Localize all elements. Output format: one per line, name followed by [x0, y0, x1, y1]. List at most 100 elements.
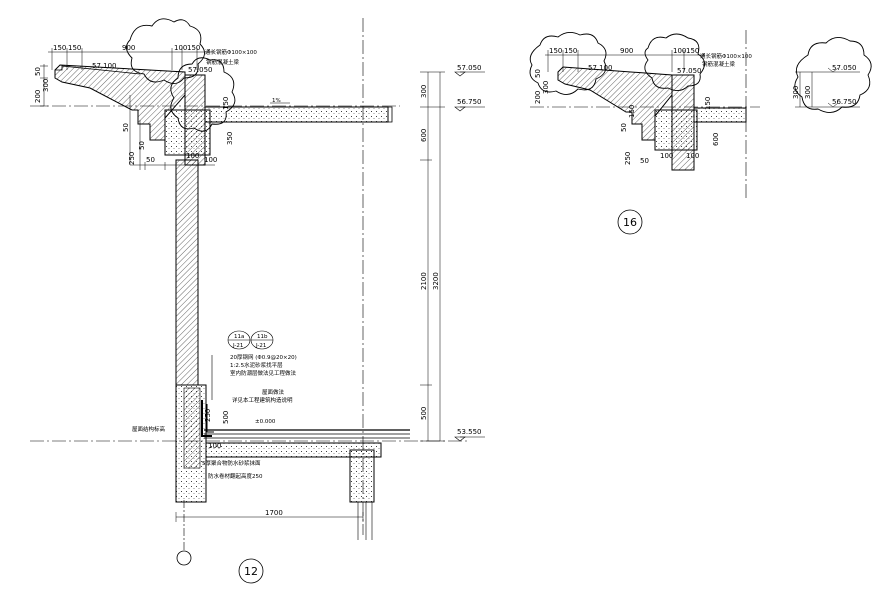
- upturn-detail: [201, 400, 212, 437]
- left-dim-1: 50: [34, 67, 42, 76]
- right-dim-1: 300: [420, 85, 428, 98]
- detail-12-label: 12: [244, 565, 258, 578]
- top-dim-1: 150: [53, 44, 66, 52]
- right-dim-16-2: 600: [712, 133, 720, 146]
- ref-1-sheet: J-21: [232, 343, 243, 349]
- note-16-beam: 钢筋混凝土梁: [702, 60, 736, 68]
- revision-cloud-side: [794, 37, 872, 113]
- left-dim-7: 150: [222, 97, 230, 110]
- level-57050: 57.050: [457, 64, 482, 72]
- mid-dim-2: 100: [186, 152, 199, 160]
- note-upturn: 防水卷材翻起高度250: [208, 472, 263, 480]
- note-beam: 钢筋混凝土梁: [206, 58, 240, 66]
- wall: [175, 159, 199, 386]
- side-dim-1: 300: [792, 86, 800, 99]
- level-marks-right: [454, 71, 485, 442]
- note-moisture: 室内防潮层做法见工程做法: [230, 369, 297, 377]
- left-dim-5: 250: [128, 152, 136, 165]
- revision-cloud-16-mid: [644, 33, 705, 91]
- note-origin: ±0.000: [255, 419, 276, 425]
- top-dim-16-1: 150: [549, 47, 562, 55]
- left-dim-16-6: 250: [624, 152, 632, 165]
- detail-side: 300 300 57.050 56.750: [792, 37, 872, 113]
- wall-inner: [183, 387, 201, 469]
- beam-section: [164, 109, 211, 156]
- right-dim-4: 500: [420, 407, 428, 420]
- note-screed: 1:2.5水泥砂浆找平层: [230, 361, 283, 369]
- detail-16-label: 16: [623, 216, 637, 229]
- note-roof: 屋面做法: [262, 388, 285, 396]
- detail-16-bubble: [617, 209, 643, 235]
- roof-slab: [204, 106, 389, 123]
- level-16-inner: 57.050: [677, 67, 702, 75]
- left-dim-8: 350: [226, 132, 234, 145]
- note-see-spec: 详见本工程建筑构造说明: [232, 396, 293, 404]
- mid-dim-1: 50: [146, 156, 155, 164]
- top-dim-5: 150: [187, 44, 200, 52]
- mid-dim-16-2: 100: [660, 152, 673, 160]
- left-dim-16-2: 200: [534, 91, 542, 104]
- slab-16: [693, 107, 747, 123]
- right-dim-3: 2100: [420, 272, 428, 290]
- span-dim: 1700: [265, 509, 283, 517]
- mid-dim-line: [130, 162, 215, 170]
- top-dim-16: [545, 50, 705, 72]
- detail-12-bubble: [238, 558, 264, 584]
- section-refs: [211, 330, 274, 400]
- parapet-level: 57.100: [92, 62, 117, 70]
- mid-dim-3: 100: [204, 156, 217, 164]
- top-dim-16-4: 100: [673, 47, 686, 55]
- small-dim-2: 500: [222, 411, 230, 424]
- left-dim-3: 300: [42, 79, 50, 92]
- axis-bubble: [176, 550, 192, 566]
- left-dim-16-4: 50: [620, 123, 628, 132]
- left-dim-16-5: 150: [628, 105, 636, 118]
- upturn-detail-2: [206, 404, 214, 433]
- left-dim-2: 200: [34, 90, 42, 103]
- note-structure-level: 屋面结构标高: [132, 425, 166, 433]
- left-dim-16-8: 150: [704, 97, 712, 110]
- top-dim-16-2: 150: [564, 47, 577, 55]
- top-dim-3: 900: [122, 44, 135, 52]
- note-rebar: 通长钢筋Φ100×100: [205, 48, 257, 56]
- overall-height: 3200: [432, 272, 440, 290]
- ref-2-sheet: J-21: [255, 343, 266, 349]
- left-dim-4: 50: [122, 123, 130, 132]
- ref-1-num: 11a: [234, 334, 244, 340]
- mid-dim-16-1: 50: [640, 157, 649, 165]
- level-56750: 56.750: [457, 98, 482, 106]
- left-dim-6: 50: [138, 141, 146, 150]
- floor-slab: [205, 442, 382, 458]
- parapet-level-16: 57.100: [588, 64, 613, 72]
- side-level-1: 57.050: [832, 64, 857, 72]
- top-dim-line: [48, 48, 215, 70]
- note-membrane: 5厚聚合物防水砂浆抹面: [202, 459, 261, 467]
- level-top-inner: 57.050: [188, 66, 213, 74]
- small-dim-3: 100: [208, 442, 221, 450]
- mid-dim-16-3: 100: [686, 152, 699, 160]
- detail-12: 150 150 900 100 150 57.100 57.050 通长钢筋Φ1…: [30, 18, 485, 584]
- slope-mark: 1%: [272, 98, 281, 104]
- right-dim-chain: [420, 71, 445, 442]
- side-dim-2: 300: [804, 86, 812, 99]
- cornice-top-edge: [55, 65, 141, 75]
- top-dim-2: 150: [68, 44, 81, 52]
- small-dim-1: 250: [204, 409, 212, 422]
- left-dim-16-1: 50: [534, 69, 542, 78]
- ref-2-num: 11b: [257, 334, 268, 340]
- left-dim-16-3: 300: [542, 81, 550, 94]
- side-dim-lines: [795, 67, 860, 108]
- left-dim-line: [40, 64, 141, 170]
- roof-slab-end: [388, 106, 393, 123]
- top-dim-16-3: 900: [620, 47, 633, 55]
- right-beam: [349, 449, 375, 503]
- side-level-2: 56.750: [832, 98, 857, 106]
- right-dim-2: 600: [420, 129, 428, 142]
- detail-16: 150 150 900 100 150 57.100 57.050 通长钢筋Φ1…: [529, 30, 760, 235]
- beam-16: [654, 109, 698, 151]
- note-16-rebar: 通长钢筋Φ100×100: [700, 52, 752, 60]
- top-dim-4: 100: [174, 44, 187, 52]
- top-dim-16-5: 150: [686, 47, 699, 55]
- note-steel-mesh: 20厚钢网 (Φ0.9@20×20): [230, 353, 297, 361]
